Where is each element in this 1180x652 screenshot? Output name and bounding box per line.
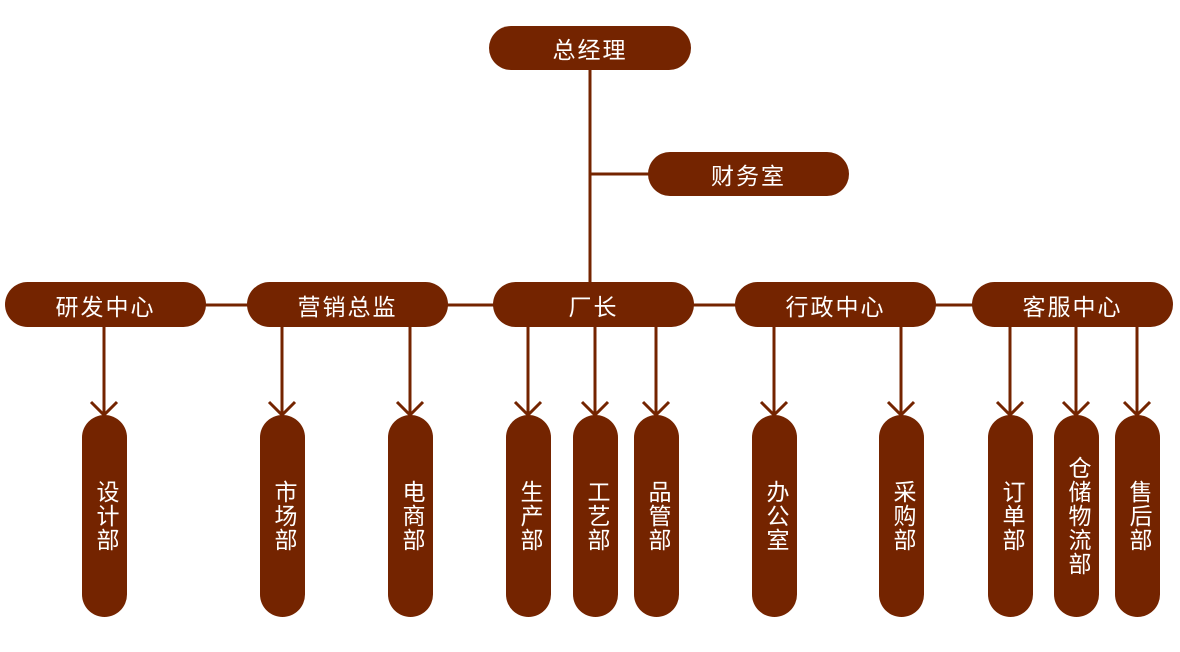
node-production[interactable]: 生产部 <box>506 415 551 617</box>
node-logistics[interactable]: 仓储物流部 <box>1054 415 1099 617</box>
node-label: 办公室 <box>762 480 788 552</box>
node-service[interactable]: 客服中心 <box>972 282 1173 327</box>
node-label: 工艺部 <box>583 480 609 552</box>
node-office[interactable]: 办公室 <box>752 415 797 617</box>
node-label: 市场部 <box>270 480 296 552</box>
node-label: 设计部 <box>92 480 118 552</box>
node-factory[interactable]: 厂长 <box>493 282 694 327</box>
node-label: 仓储物流部 <box>1064 456 1090 576</box>
node-label: 财务室 <box>711 164 786 190</box>
node-label: 研发中心 <box>55 294 156 321</box>
node-label: 生产部 <box>516 480 542 552</box>
node-purchasing[interactable]: 采购部 <box>879 415 924 617</box>
node-design[interactable]: 设计部 <box>82 415 127 617</box>
node-label: 订单部 <box>998 480 1024 552</box>
node-label: 营销总监 <box>297 294 398 321</box>
node-label: 电商部 <box>398 480 424 552</box>
node-ecommerce[interactable]: 电商部 <box>388 415 433 617</box>
node-market[interactable]: 市场部 <box>260 415 305 617</box>
node-orders[interactable]: 订单部 <box>988 415 1033 617</box>
node-marketing[interactable]: 营销总监 <box>247 282 448 327</box>
node-label: 厂长 <box>568 294 619 321</box>
node-rd[interactable]: 研发中心 <box>5 282 206 327</box>
node-label: 行政中心 <box>785 294 886 321</box>
node-quality[interactable]: 品管部 <box>634 415 679 617</box>
node-admin[interactable]: 行政中心 <box>735 282 936 327</box>
node-aftersales[interactable]: 售后部 <box>1115 415 1160 617</box>
node-process[interactable]: 工艺部 <box>573 415 618 617</box>
node-gm[interactable]: 总经理 <box>489 26 691 70</box>
node-label: 品管部 <box>644 480 670 552</box>
node-label: 采购部 <box>889 480 915 552</box>
node-label: 客服中心 <box>1022 294 1123 321</box>
node-label: 总经理 <box>552 38 628 64</box>
node-label: 售后部 <box>1125 480 1151 552</box>
node-finance[interactable]: 财务室 <box>648 152 849 196</box>
